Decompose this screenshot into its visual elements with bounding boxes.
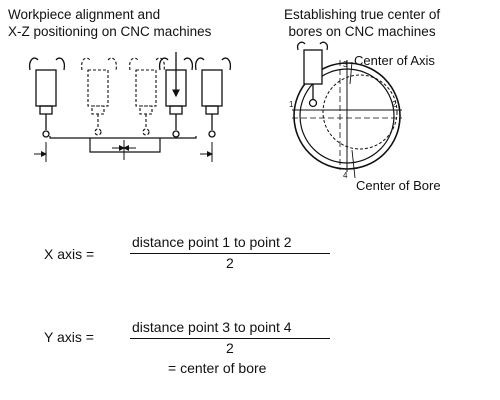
right-caption: Establishing true center of bores on CNC… xyxy=(284,6,440,40)
left-caption-line-2: X-Z positioning on CNC machines xyxy=(8,24,212,39)
formula-x-denominator: 2 xyxy=(226,255,234,271)
point-4-label: 4 xyxy=(343,171,348,180)
formula-x-fraction-bar xyxy=(130,253,330,254)
probe-tool-1 xyxy=(28,57,66,138)
bore-diagram xyxy=(292,41,402,179)
point-1-label: 1 xyxy=(289,100,294,109)
left-caption: Workpiece alignment and X-Z positioning … xyxy=(8,6,211,40)
left-caption-line-1: Workpiece alignment and xyxy=(8,7,161,22)
point-3-label: 3 xyxy=(343,60,348,69)
right-caption-line-1: Establishing true center of xyxy=(284,7,441,22)
workpiece-outline xyxy=(49,136,197,153)
formula-y-numerator: distance point 3 to point 4 xyxy=(132,319,292,335)
center-of-bore-label: Center of Bore xyxy=(356,178,441,193)
formula-x-lhs: X axis = xyxy=(44,246,95,262)
formula-y-result: = center of bore xyxy=(168,360,267,376)
formula-y-lhs: Y axis = xyxy=(44,329,94,345)
probe-tool-4 xyxy=(158,52,194,138)
formula-x-numerator: distance point 1 to point 2 xyxy=(132,234,292,250)
center-of-axis-label: Center of Axis xyxy=(354,53,435,68)
formula-y-denominator: 2 xyxy=(226,340,234,356)
dimension-lines xyxy=(34,140,213,162)
probe-tool-5 xyxy=(194,57,232,138)
probe-tool-2-dashed xyxy=(81,57,117,136)
right-caption-line-2: bores on CNC machines xyxy=(288,24,436,39)
probe-tool-3-dashed xyxy=(129,57,165,136)
formula-y-fraction-bar xyxy=(130,338,330,339)
point-2-label: 2 xyxy=(392,100,397,109)
